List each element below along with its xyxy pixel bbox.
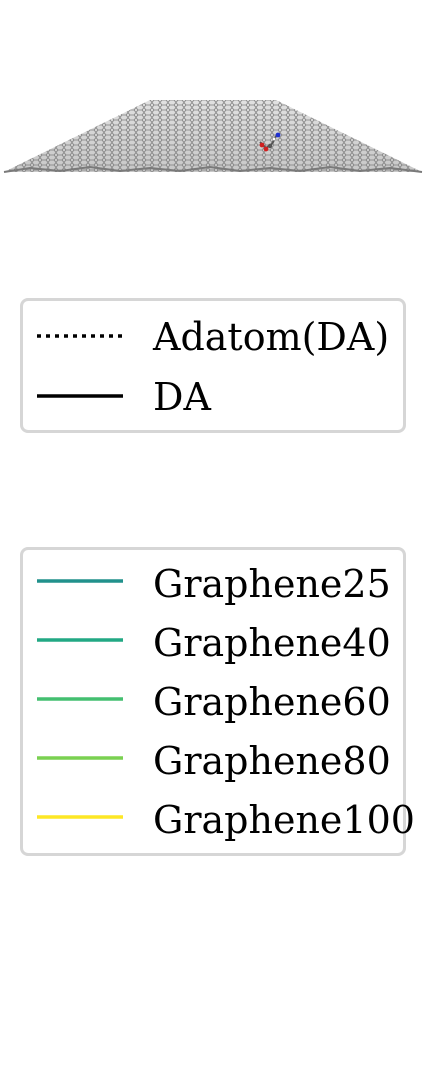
legend-entry: Graphene100	[23, 800, 415, 840]
graphene-sheet-image	[0, 90, 424, 180]
color-line-swatch	[37, 579, 123, 583]
legend-graphene-sizes: Graphene25 Graphene40 Graphene60 Graphen…	[20, 547, 415, 856]
sheet-lattice	[4, 100, 422, 172]
oxygen-atom	[263, 146, 269, 152]
legend-entry: Adatom(DA)	[23, 317, 403, 357]
sheet-edge	[3, 165, 423, 173]
legend-label: Graphene100	[153, 798, 415, 842]
color-line-swatch	[37, 815, 123, 819]
legend-label: Graphene25	[153, 562, 391, 606]
solid-line-swatch	[37, 394, 123, 398]
oxygen-atom	[259, 142, 265, 148]
legend-label: Graphene80	[153, 739, 391, 783]
molecule-adsorbate	[259, 132, 281, 152]
hydrogen-atom	[272, 137, 276, 141]
legend-line-styles: Adatom(DA) DA	[20, 298, 406, 433]
legend-label: Graphene40	[153, 621, 391, 665]
color-line-swatch	[37, 638, 123, 642]
legend-entry: Graphene25	[23, 564, 403, 604]
legend-entry: DA	[23, 377, 403, 417]
color-line-swatch	[37, 756, 123, 760]
legend-entry: Graphene80	[23, 741, 403, 781]
dotted-line-swatch	[37, 334, 123, 338]
graphene-sheet-svg	[3, 100, 423, 173]
legend-entry: Graphene60	[23, 682, 403, 722]
color-line-swatch	[37, 697, 123, 701]
nitrogen-atom	[275, 132, 281, 138]
legend-label: Adatom(DA)	[153, 315, 390, 359]
legend-entry: Graphene40	[23, 623, 403, 663]
legend-label: Graphene60	[153, 680, 391, 724]
carbon-atom	[267, 143, 273, 149]
legend-label: DA	[153, 375, 211, 419]
